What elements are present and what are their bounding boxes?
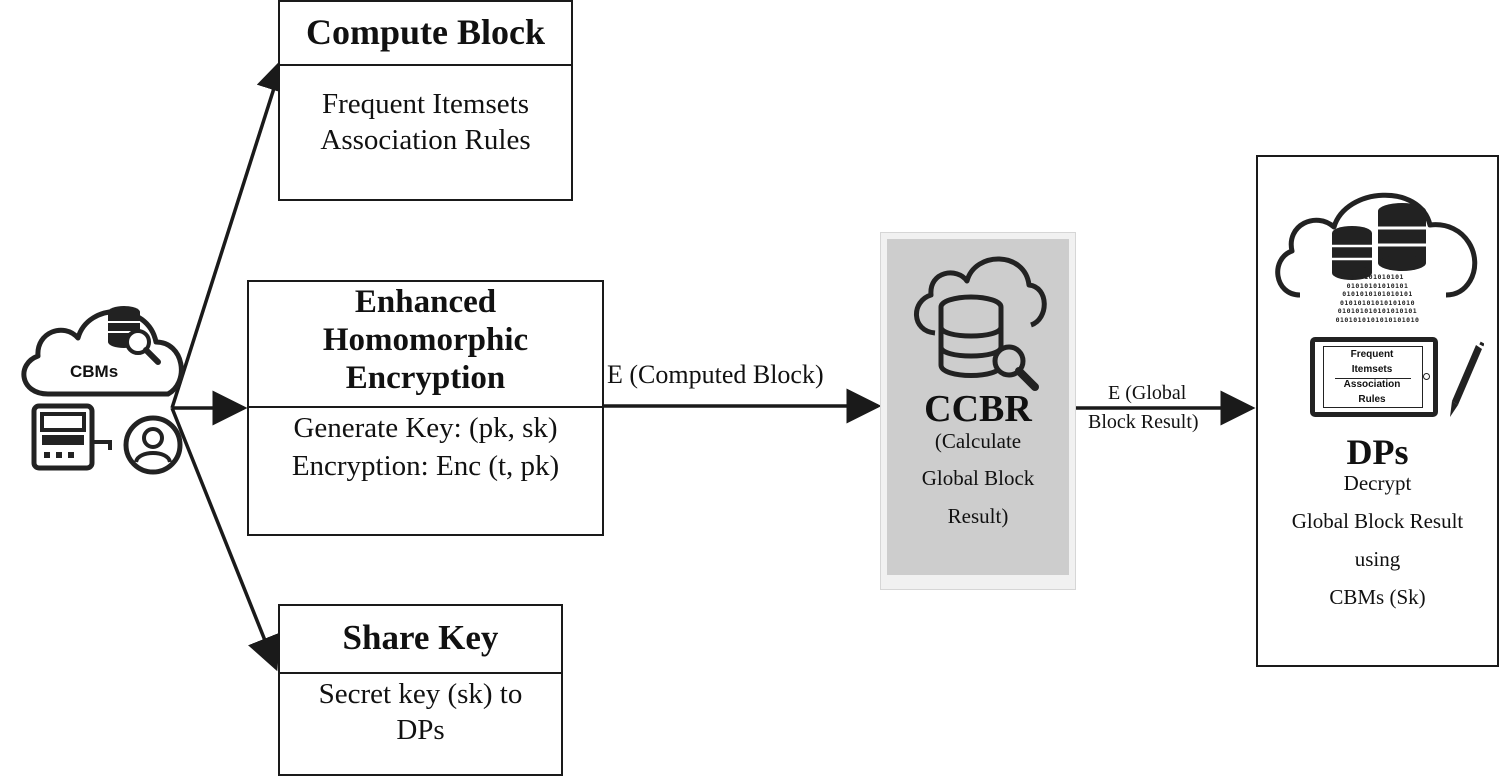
share-key-box: Share Key Secret key (sk) to DPs	[278, 604, 563, 776]
encryption-line-1: Generate Key: (pk, sk)	[293, 412, 558, 444]
edge-global-label-line-1: E (Global	[1108, 382, 1187, 404]
dps-line-1: Decrypt	[1343, 471, 1412, 495]
arrow-to-share-key	[170, 407, 281, 672]
ccbr-line-2: Global Block	[921, 466, 1035, 490]
cbms-label: CBMs	[70, 362, 119, 381]
binary-line-6: 0101010101010101010	[1335, 315, 1420, 324]
binary-line-3: 0101010101010101	[1342, 290, 1413, 298]
database-search-icon	[108, 306, 161, 365]
encryption-title-line-1: Enhanced	[354, 284, 497, 320]
tablet-line-4: Rules	[1358, 394, 1386, 405]
pen-icon	[1450, 341, 1484, 417]
binary-line-2: 01010101010101	[1346, 281, 1409, 290]
encryption-title-line-2: Homomorphic	[322, 322, 529, 358]
binary-line-1: 010101010101	[1351, 273, 1404, 281]
cbms-node: CBMs	[8, 282, 198, 482]
ccbr-title: CCBR	[924, 388, 1032, 430]
edge-global-label-line-2: Block Result)	[1088, 411, 1199, 433]
encryption-box: Enhanced Homomorphic Encryption Generate…	[247, 280, 604, 536]
dps-title: DPs	[1346, 432, 1409, 472]
tablet-line-1: Frequent	[1350, 349, 1394, 360]
compute-block-line-1: Frequent Itemsets	[322, 88, 529, 120]
binary-line-4: 01010101010101010	[1339, 298, 1416, 307]
server-icon	[31, 403, 112, 471]
dps-line-2: Global Block Result	[1291, 509, 1464, 533]
tablet-divider	[1335, 378, 1411, 379]
encryption-divider	[249, 406, 602, 408]
dps-line-4: CBMs (Sk)	[1329, 585, 1426, 609]
compute-block-line-2: Association Rules	[320, 124, 531, 156]
tablet-line-2: Itemsets	[1351, 364, 1393, 375]
arrow-to-compute-block	[170, 56, 291, 409]
tablet-screen	[1323, 346, 1423, 408]
binary-line-5: 010101010101010101	[1337, 307, 1418, 315]
compute-block-title: Compute Block	[280, 2, 571, 66]
binary-stream: 010101010101 01010101010101 010101010101…	[1258, 273, 1497, 324]
tablet-line-3: Association	[1343, 379, 1401, 390]
encryption-title-line-3: Encryption	[345, 360, 506, 396]
user-icon	[123, 415, 183, 475]
dps-box: 010101010101 01010101010101 010101010101…	[1256, 155, 1499, 667]
encryption-line-2: Encryption: Enc (t, pk)	[291, 450, 560, 482]
share-key-line-1: Secret key (sk) to	[318, 678, 523, 710]
tablet-button	[1423, 373, 1430, 380]
dps-line-3: using	[1354, 547, 1401, 571]
edge-computed-label: E (Computed Block)	[607, 360, 824, 389]
cloud-database-search-icon	[914, 256, 1047, 391]
tablet-icon: Frequent Itemsets Association Rules	[1310, 337, 1438, 417]
ccbr-box: CCBR (Calculate Global Block Result)	[880, 232, 1076, 590]
ccbr-line-3: Result)	[947, 504, 1009, 528]
share-key-title: Share Key	[280, 606, 561, 674]
compute-block-box: Compute Block Frequent Itemsets Associat…	[278, 0, 573, 201]
ccbr-line-1: (Calculate	[934, 429, 1022, 453]
share-key-line-2: DPs	[396, 714, 445, 746]
dps-cloud-database-icon	[1275, 192, 1478, 298]
